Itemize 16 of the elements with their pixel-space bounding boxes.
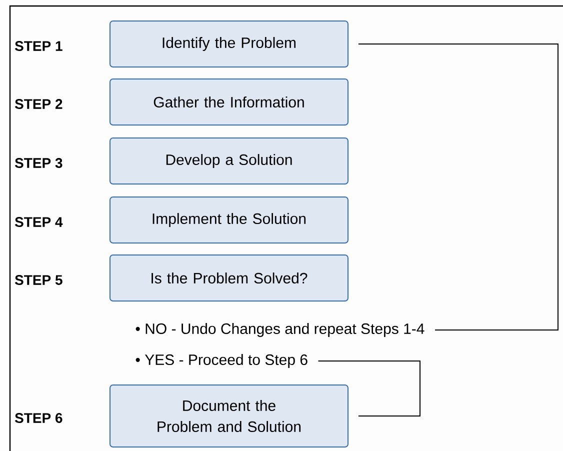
step-label: STEP 4 [14, 217, 63, 227]
process-box: Develop a Solution [110, 138, 348, 184]
step-label: STEP 1 [14, 41, 62, 51]
process-box: Implement the Solution [110, 196, 348, 244]
step-label: STEP 6 [14, 413, 62, 423]
bracket-connector [318, 360, 420, 416]
step-label: STEP 5 [14, 275, 62, 285]
step-label: STEP 3 [14, 158, 62, 168]
bracket-connector [358, 44, 558, 330]
process-box: Gather the Information [110, 78, 348, 126]
step-label: STEP 2 [14, 99, 62, 109]
bullet-text: • YES - Proceed to Step 6 [136, 354, 308, 368]
process-box: Document the Problem and Solution [110, 384, 348, 448]
process-box: Is the Problem Solved? [110, 254, 348, 302]
bullet-text: • NO - Undo Changes and repeat Steps 1-4 [136, 323, 424, 337]
process-box: Identify the Problem [110, 20, 348, 68]
